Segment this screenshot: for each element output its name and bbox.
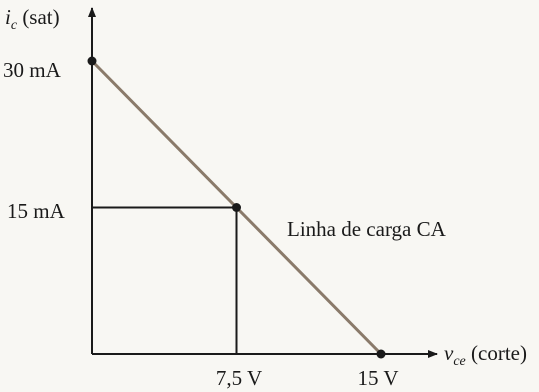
x-axis-suffix: (corte) xyxy=(466,341,527,365)
guide-lines xyxy=(92,206,238,354)
x-axis-label: vce (corte) xyxy=(444,341,527,369)
y-axis-symbol: i xyxy=(5,5,11,29)
data-point-0 xyxy=(87,56,97,66)
data-point-1 xyxy=(232,203,241,212)
y-axis-label: ic (sat) xyxy=(5,5,60,33)
y-tick-30ma: 30 mA xyxy=(3,58,62,82)
x-axis-subscript: ce xyxy=(453,354,465,369)
x-axis-symbol: v xyxy=(444,341,454,365)
x-tick-15v: 15 V xyxy=(357,366,398,390)
y-axis-suffix: (sat) xyxy=(17,5,60,29)
data-point-2 xyxy=(376,349,386,359)
y-tick-15ma: 15 mA xyxy=(7,199,66,223)
y-axis-subscript: c xyxy=(11,18,18,33)
load-line-label: Linha de carga CA xyxy=(287,217,447,241)
x-tick-7-5v: 7,5 V xyxy=(216,366,262,390)
data-points xyxy=(87,56,386,359)
